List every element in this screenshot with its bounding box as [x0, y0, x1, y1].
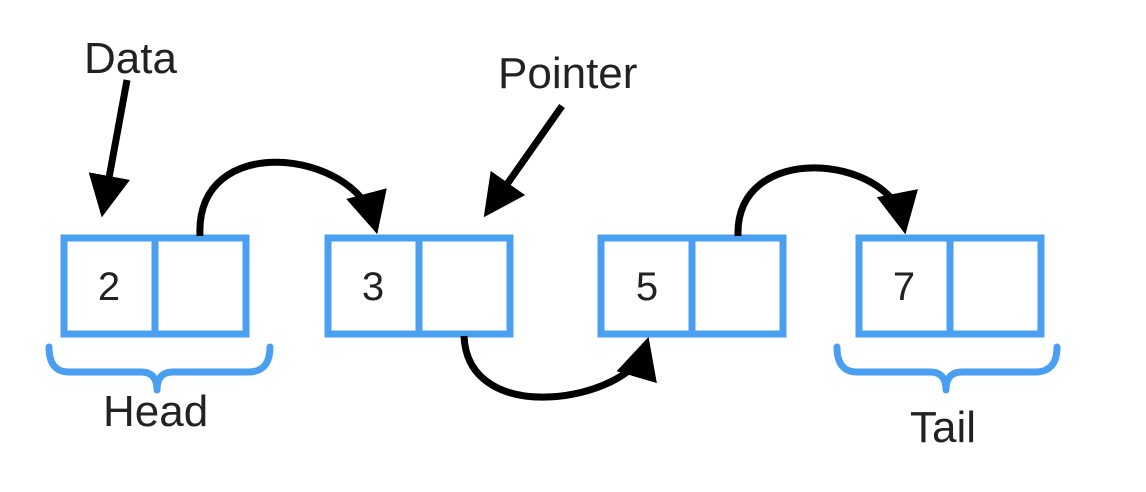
data-callout-arrow — [88, 79, 131, 218]
head-label: Head — [103, 387, 208, 436]
data-label: Data — [84, 34, 177, 83]
node-value: 2 — [98, 265, 120, 309]
link-arrow-3-to-4 — [734, 164, 918, 237]
head-brace — [45, 343, 274, 394]
link-arrow-1-to-2 — [196, 158, 387, 237]
pointer-callout-arrow — [483, 103, 565, 218]
list-node-2: 3 — [324, 234, 514, 338]
pointer-label: Pointer — [498, 49, 637, 98]
tail-brace — [833, 343, 1061, 394]
node-value: 3 — [362, 265, 384, 309]
node-value: 7 — [893, 265, 915, 309]
tail-label: Tail — [910, 403, 976, 452]
list-node-1: 2 — [60, 234, 250, 338]
link-arrow-2-to-3 — [460, 335, 657, 401]
node-value: 5 — [636, 265, 658, 309]
list-node-3: 5 — [597, 234, 787, 338]
list-node-4: 7 — [855, 234, 1045, 338]
